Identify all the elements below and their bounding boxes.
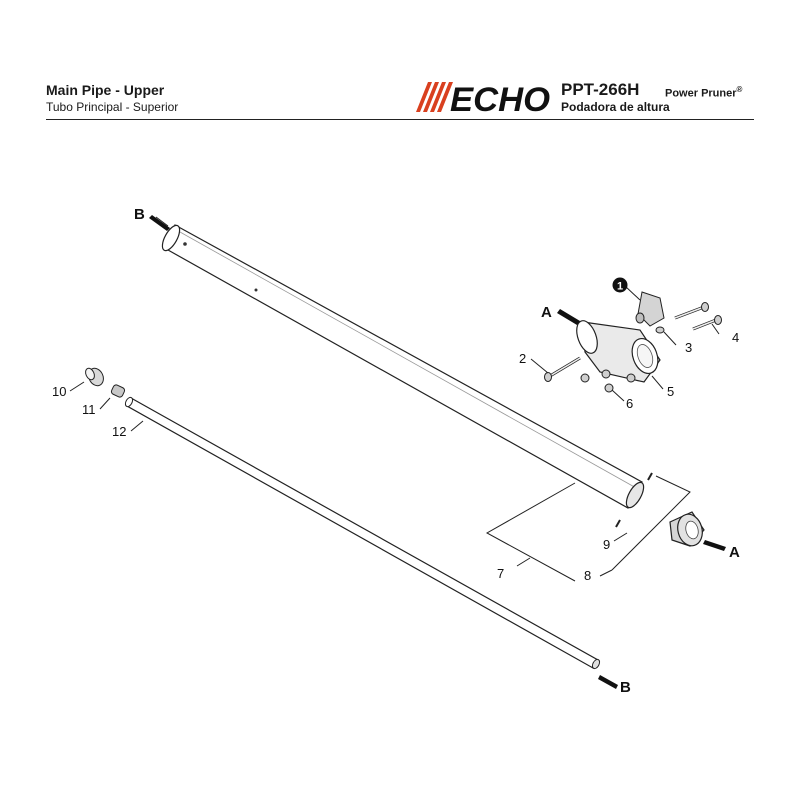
product-name-spanish: Podadora de altura: [561, 100, 670, 114]
label-part-6: 6: [626, 396, 633, 411]
title-english: Main Pipe - Upper: [46, 82, 165, 98]
echo-wordmark: ECHO: [450, 81, 550, 114]
label-part-8: 8: [584, 568, 591, 583]
part-3-bolt: [674, 302, 709, 320]
part-1-knob: [635, 291, 665, 327]
part-9-screws: [615, 472, 653, 528]
part-6-nuts: [580, 373, 614, 393]
part-11-sleeve: [110, 384, 126, 398]
model-number: PPT-266H: [561, 80, 640, 99]
label-a-right: A: [729, 544, 740, 561]
leader-lines: [69, 216, 720, 542]
part-4-bolt: [692, 315, 722, 331]
label-a-left: A: [541, 304, 552, 321]
title-spanish: Tubo Principal - Superior: [46, 100, 179, 114]
label-part-10: 10: [52, 384, 66, 399]
label-part-3: 3: [685, 340, 692, 355]
label-part-9: 9: [603, 537, 610, 552]
kit-bracket-8: [599, 475, 691, 577]
header-divider: [46, 119, 754, 120]
product-name-english: Power Pruner®: [665, 85, 743, 100]
drive-shaft-pipe: [124, 396, 601, 670]
part-2-bolt: [544, 356, 581, 382]
label-b-top: B: [134, 206, 145, 223]
label-part-5: 5: [667, 384, 674, 399]
pipe-coupler: [669, 511, 705, 547]
kit-bracket-7: [485, 482, 576, 582]
label-part-7: 7: [497, 566, 504, 581]
filled-circle-callout-icon: [612, 277, 628, 293]
part-3-small-washer: [655, 326, 665, 334]
label-part-2: 2: [519, 351, 526, 366]
upper-main-pipe: [161, 224, 645, 509]
arrow-pointer-icon: [149, 215, 726, 689]
label-part-4: 4: [732, 330, 739, 345]
label-b-bottom: B: [620, 679, 631, 696]
label-part-12: 12: [112, 424, 126, 439]
page-header: Main Pipe - Upper Tubo Principal - Super…: [0, 0, 800, 125]
echo-logo: ECHO: [416, 81, 550, 114]
label-part-1: 1: [617, 281, 623, 293]
label-part-11: 11: [82, 402, 96, 417]
part-5-clamp: [576, 320, 661, 383]
part-10-bushing: [85, 367, 104, 387]
